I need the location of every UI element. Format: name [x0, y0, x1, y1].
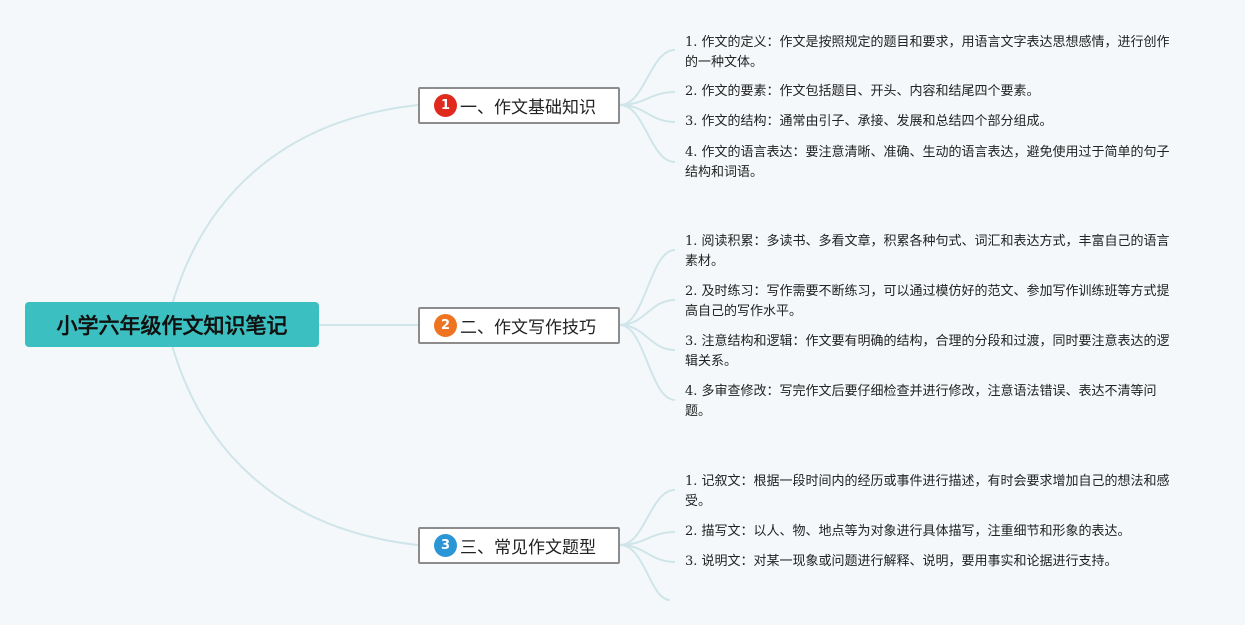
- number-badge-icon: 1: [434, 94, 457, 117]
- connector-root-branch-1: [169, 104, 419, 313]
- number-badge-icon: 3: [434, 534, 457, 557]
- root-topic[interactable]: 小学六年级作文知识笔记: [25, 302, 319, 347]
- connector-b3-item-1: [619, 489, 676, 546]
- detail-item[interactable]: 2. 及时练习：写作需要不断练习，可以通过模仿好的范文、参加写作训练班等方式提高…: [685, 284, 1170, 319]
- branch-title: 二、作文写作技巧: [460, 318, 596, 338]
- detail-item[interactable]: 3. 注意结构和逻辑：作文要有明确的结构，合理的分段和过渡，同时要注意表达的逻辑…: [685, 334, 1170, 369]
- connector-b3-item-4: [619, 544, 671, 601]
- connector-b1-item-4: [619, 104, 676, 163]
- detail-item[interactable]: 1. 记叙文：根据一段时间内的经历或事件进行描述，有时会要求增加自己的想法和感受…: [685, 474, 1170, 509]
- branch-topic-2[interactable]: 2 二、作文写作技巧: [418, 307, 620, 344]
- detail-item[interactable]: 1. 作文的定义：作文是按照规定的题目和要求，用语言文字表达思想感情，进行创作的…: [685, 35, 1170, 70]
- detail-item[interactable]: 2. 作文的要素：作文包括题目、开头、内容和结尾四个要素。: [685, 84, 1040, 99]
- detail-item[interactable]: 1. 阅读积累：多读书、多看文章，积累各种句式、词汇和表达方式，丰富自己的语言素…: [685, 234, 1170, 269]
- connector-b2-item-1: [619, 249, 676, 326]
- detail-item[interactable]: 2. 描写文：以人、物、地点等为对象进行具体描写，注重细节和形象的表达。: [685, 524, 1131, 539]
- connector-root-branch-3: [169, 337, 419, 546]
- connector-b2-item-2: [619, 299, 676, 326]
- connector-b1-item-1: [619, 49, 676, 106]
- detail-item[interactable]: 3. 作文的结构：通常由引子、承接、发展和总结四个部分组成。: [685, 114, 1053, 129]
- branch-title: 一、作文基础知识: [460, 98, 596, 118]
- branch-title: 三、常见作文题型: [460, 538, 596, 558]
- number-badge-icon: 2: [434, 314, 457, 337]
- detail-item[interactable]: 4. 多审查修改：写完作文后要仔细检查并进行修改，注意语法错误、表达不清等问题。: [685, 384, 1157, 419]
- detail-item[interactable]: 4. 作文的语言表达：要注意清晰、准确、生动的语言表达，避免使用过于简单的句子结…: [685, 145, 1170, 180]
- connector-b2-item-4: [619, 324, 676, 401]
- branch-topic-1[interactable]: 1 一、作文基础知识: [418, 87, 620, 124]
- detail-item[interactable]: 3. 说明文：对某一现象或问题进行解释、说明，要用事实和论据进行支持。: [685, 554, 1118, 569]
- branch-topic-3[interactable]: 3 三、常见作文题型: [418, 527, 620, 564]
